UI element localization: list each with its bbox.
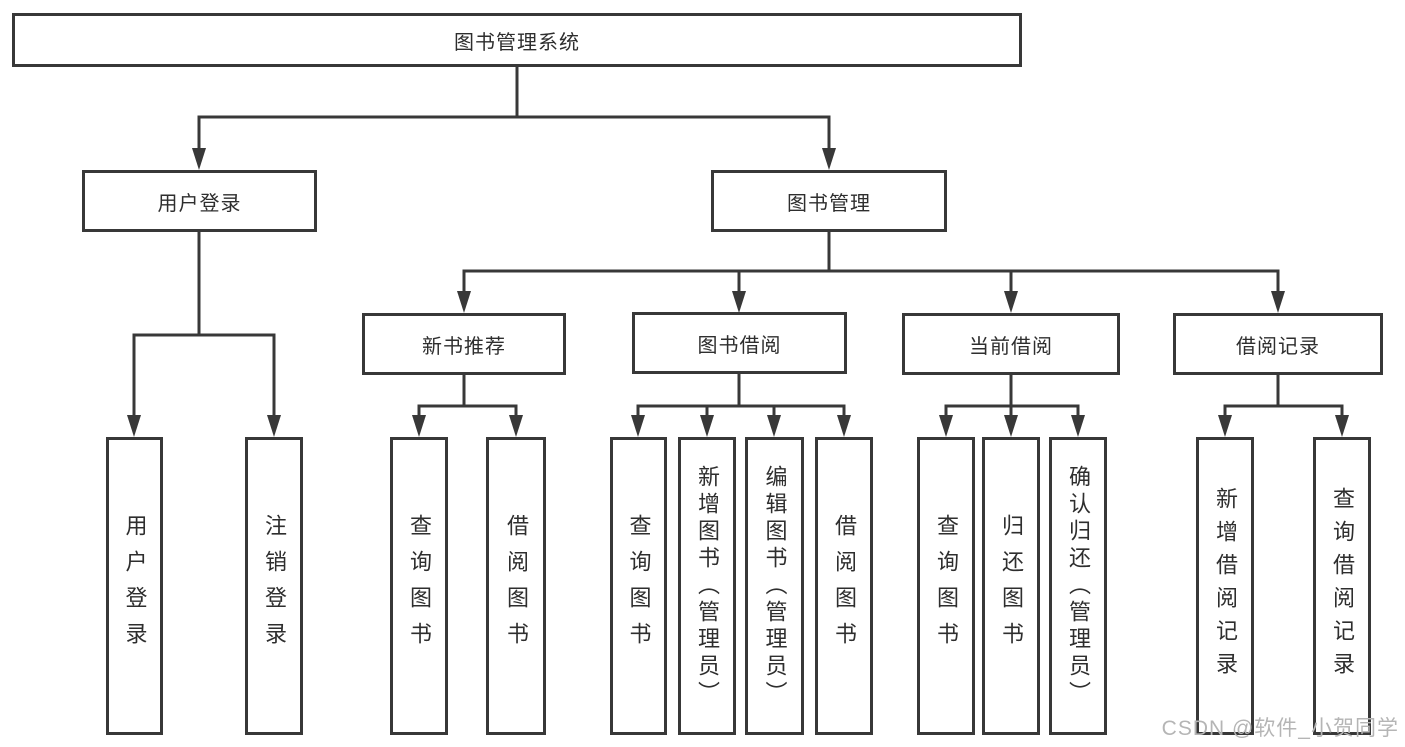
node-book-management: 图书管理: [711, 170, 947, 232]
leaf-query-borrow-record: 查询借阅记录: [1313, 437, 1371, 735]
leaf-add-borrow-record-label: 新增借阅记录: [1213, 487, 1238, 685]
leaf-user-login-label: 用户登录: [122, 514, 148, 658]
node-book-borrow-label: 图书借阅: [697, 334, 782, 357]
node-current-borrow-label: 当前借阅: [969, 335, 1053, 358]
node-borrow-records-label: 借阅记录: [1236, 335, 1320, 358]
leaf-confirm-return-admin: 确认归还（管理员）: [1049, 437, 1107, 735]
node-book-borrow: 图书借阅: [632, 312, 847, 374]
leaf-borrow-query-books-label: 查询图书: [626, 514, 652, 658]
leaf-logout: 注销登录: [245, 437, 303, 735]
leaf-newbook-query-books-label: 查询图书: [407, 514, 432, 658]
leaf-add-books-admin: 新增图书（管理员）: [678, 437, 736, 735]
csdn-watermark: CSDN @软件_小贺同学: [1161, 717, 1399, 740]
node-borrow-records: 借阅记录: [1173, 313, 1383, 375]
leaf-borrow-query-books: 查询图书: [610, 437, 667, 735]
leaf-add-books-admin-label: 新增图书（管理员）: [695, 464, 720, 708]
leaf-logout-label: 注销登录: [262, 514, 287, 658]
leaf-edit-books-admin-label: 编辑图书（管理员）: [762, 464, 788, 708]
leaf-newbook-borrow-books: 借阅图书: [486, 437, 546, 735]
node-new-book-recommend: 新书推荐: [362, 313, 566, 375]
leaf-add-borrow-record: 新增借阅记录: [1196, 437, 1254, 735]
leaf-current-query-books: 查询图书: [917, 437, 975, 735]
leaf-edit-books-admin: 编辑图书（管理员）: [745, 437, 804, 735]
node-user-login-label: 用户登录: [157, 192, 242, 215]
leaf-current-query-books-label: 查询图书: [934, 514, 959, 658]
leaf-confirm-return-admin-label: 确认归还（管理员）: [1066, 464, 1091, 708]
node-user-login: 用户登录: [82, 170, 317, 232]
node-new-book-recommend-label: 新书推荐: [422, 335, 506, 358]
node-root-label: 图书管理系统: [454, 31, 580, 54]
leaf-newbook-query-books: 查询图书: [390, 437, 448, 735]
leaf-query-borrow-record-label: 查询借阅记录: [1330, 487, 1355, 685]
leaf-return-books: 归还图书: [982, 437, 1040, 735]
leaf-return-books-label: 归还图书: [999, 514, 1024, 658]
leaf-user-login: 用户登录: [106, 437, 163, 735]
node-current-borrow: 当前借阅: [902, 313, 1120, 375]
leaf-borrow-books: 借阅图书: [815, 437, 873, 735]
node-book-management-label: 图书管理: [787, 192, 871, 215]
leaf-borrow-books-label: 借阅图书: [832, 514, 857, 658]
leaf-newbook-borrow-books-label: 借阅图书: [504, 514, 529, 658]
node-root: 图书管理系统: [12, 13, 1022, 67]
